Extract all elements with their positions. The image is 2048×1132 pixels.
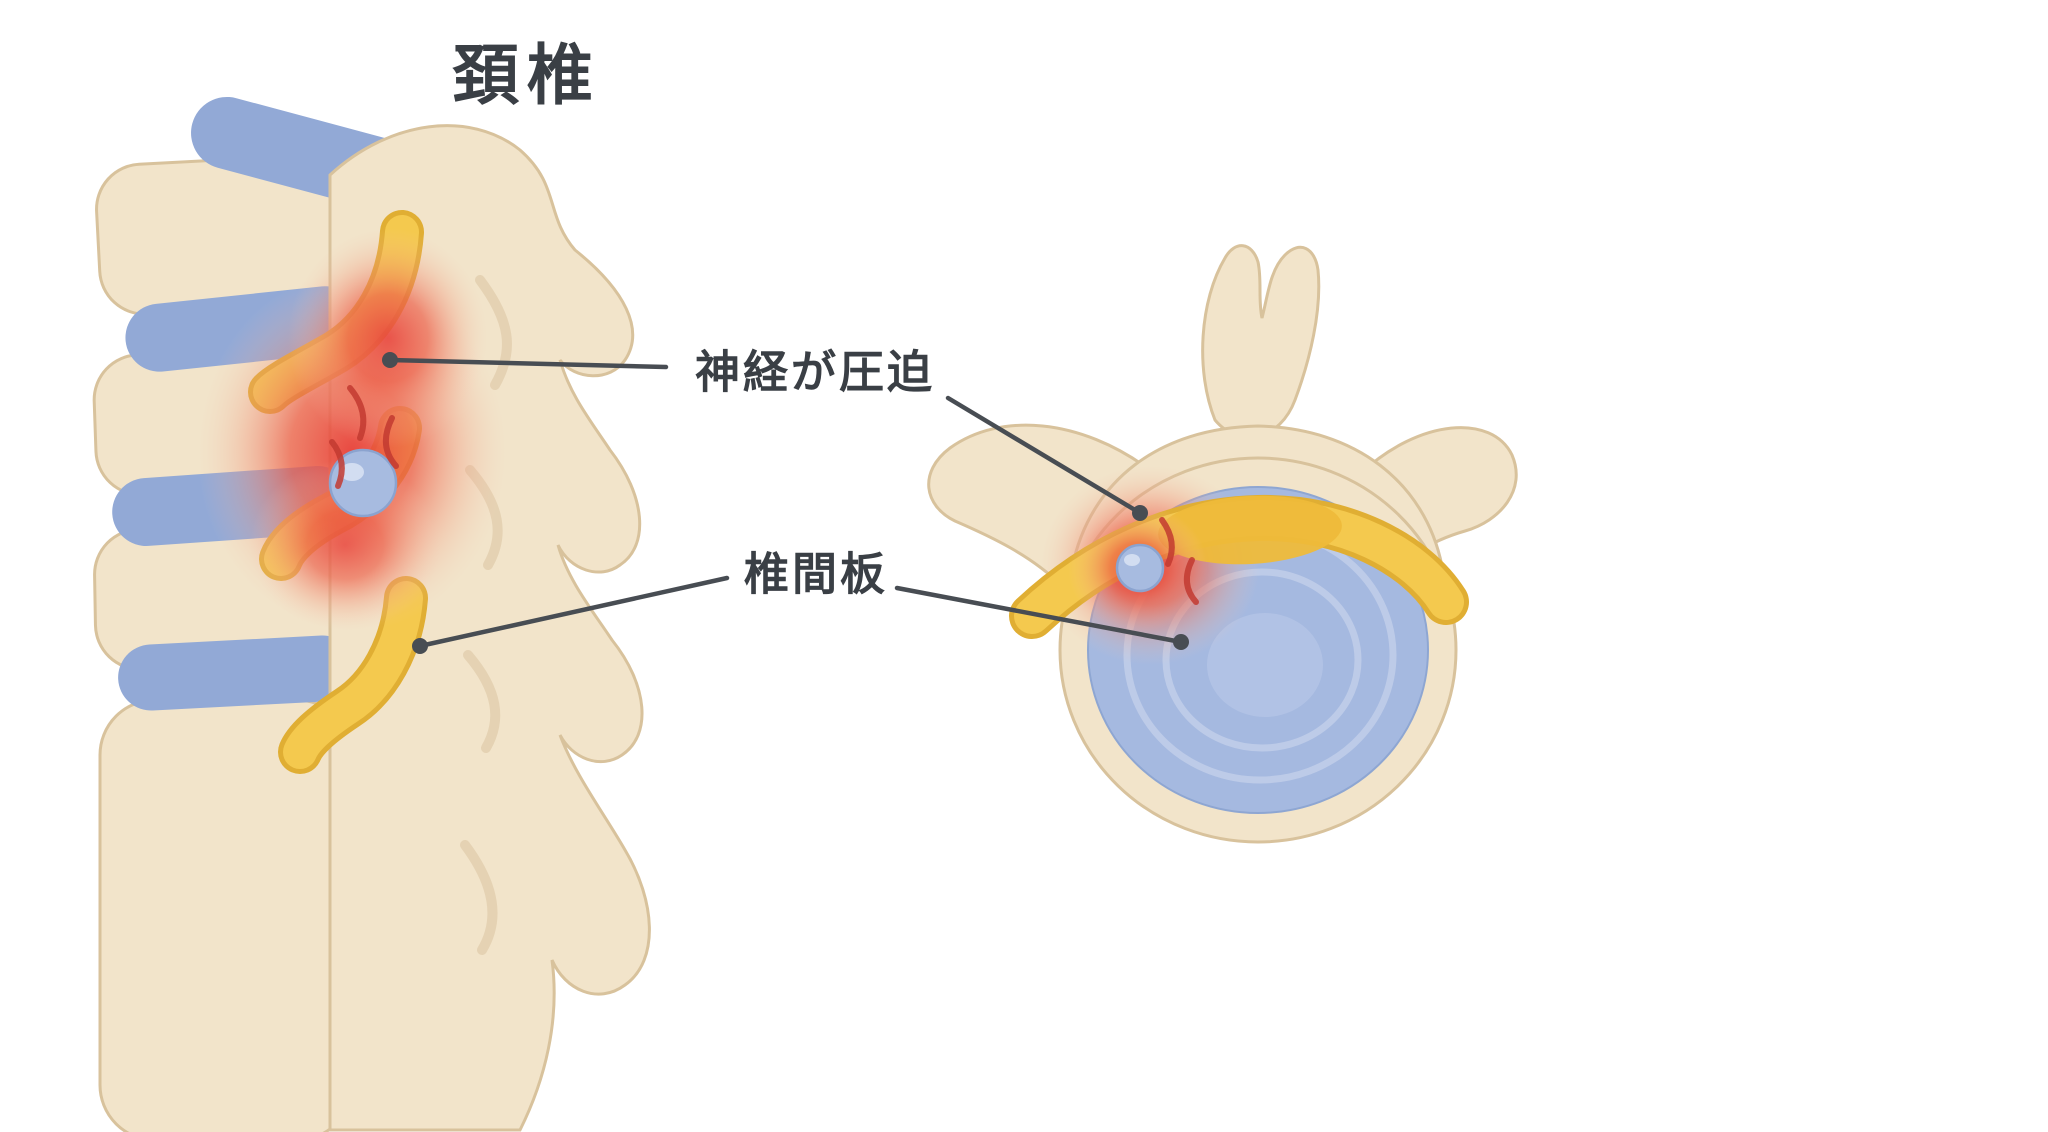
- leader-lines: [382, 352, 1189, 654]
- nerve-pointer-dot-right: [1132, 505, 1148, 521]
- bone-cracks: [329, 385, 399, 489]
- nerve-leader-right: [945, 395, 1143, 516]
- disc-leader-left: [417, 575, 730, 649]
- disc-pointer-dot-right: [1173, 634, 1189, 650]
- lateral-view: [92, 96, 651, 1132]
- nerve-pointer-dot-left: [382, 352, 398, 368]
- label-nerve-compression: 神経が圧迫: [694, 345, 936, 399]
- label-intervertebral-disc: 椎間板: [743, 547, 889, 601]
- spinous-process: [1201, 244, 1321, 439]
- disc-leader-right: [894, 585, 1184, 645]
- disc-herniation-bulge-axial: [1115, 543, 1165, 593]
- disc-graphic: [118, 635, 356, 711]
- nerve-leader-left: [387, 357, 669, 370]
- diagram-title: 頚椎: [453, 37, 601, 114]
- disc-pointer-dot-left: [412, 638, 428, 654]
- disc-herniation-bulge: [328, 448, 398, 518]
- bone-cracks-axial: [1159, 517, 1199, 605]
- nerve-root-graphic: [283, 581, 423, 769]
- axial-view: [927, 244, 1518, 844]
